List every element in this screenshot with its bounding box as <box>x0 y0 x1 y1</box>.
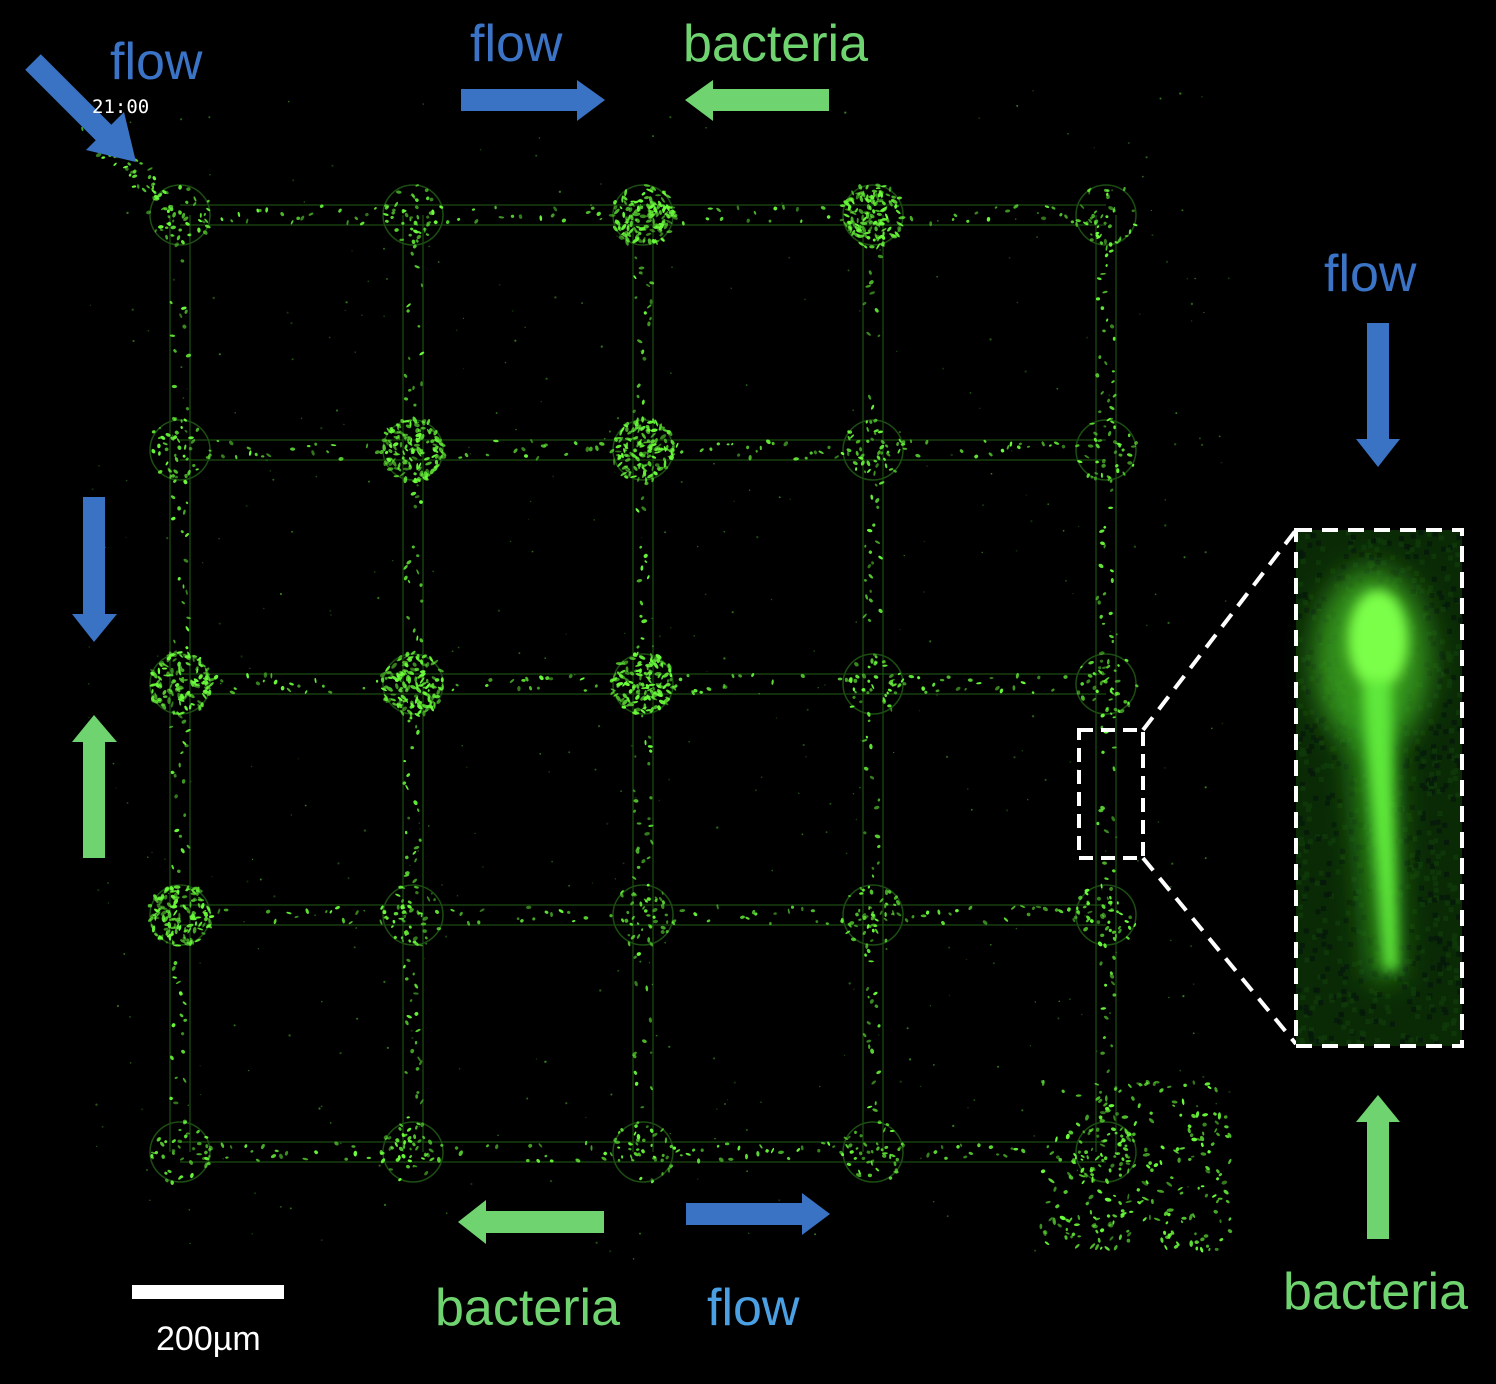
scale-bar <box>132 1285 284 1299</box>
flow-arrow-diagonal <box>25 54 136 162</box>
zoom-callout <box>1077 528 1298 1046</box>
flow-arrow-left-down <box>72 497 117 642</box>
zoom-connector-top <box>1141 528 1298 732</box>
inset-frame <box>1294 528 1464 1048</box>
zoom-connector-bottom <box>1141 856 1298 1046</box>
label-flow-top: flow <box>470 15 563 73</box>
bacteria-arrow-top-left <box>685 80 829 121</box>
label-flow-right: flow <box>1324 245 1417 303</box>
label-bacteria-bottom: bacteria <box>435 1279 620 1337</box>
label-flow-top-left: flow <box>110 33 203 91</box>
label-bacteria-right: bacteria <box>1283 1263 1468 1321</box>
label-bacteria-top: bacteria <box>683 15 868 73</box>
timestamp: 21:00 <box>92 96 150 118</box>
bacteria-arrow-bottom-left <box>458 1200 604 1244</box>
flow-arrow-right-down <box>1356 323 1400 467</box>
zoom-inset-bacterium <box>1294 528 1464 1048</box>
scale-bar-label: 200µm <box>156 1320 261 1358</box>
direction-arrows <box>25 54 1400 1244</box>
label-flow-bottom: flow <box>707 1279 800 1337</box>
flow-arrow-top-right <box>461 80 605 121</box>
zoom-region-box <box>1077 728 1145 860</box>
fluorescence-micrograph <box>80 89 1233 1260</box>
bacteria-arrow-left-up <box>72 715 117 858</box>
flow-arrow-bottom-right <box>686 1193 830 1235</box>
bacteria-arrow-right-up <box>1356 1095 1400 1239</box>
